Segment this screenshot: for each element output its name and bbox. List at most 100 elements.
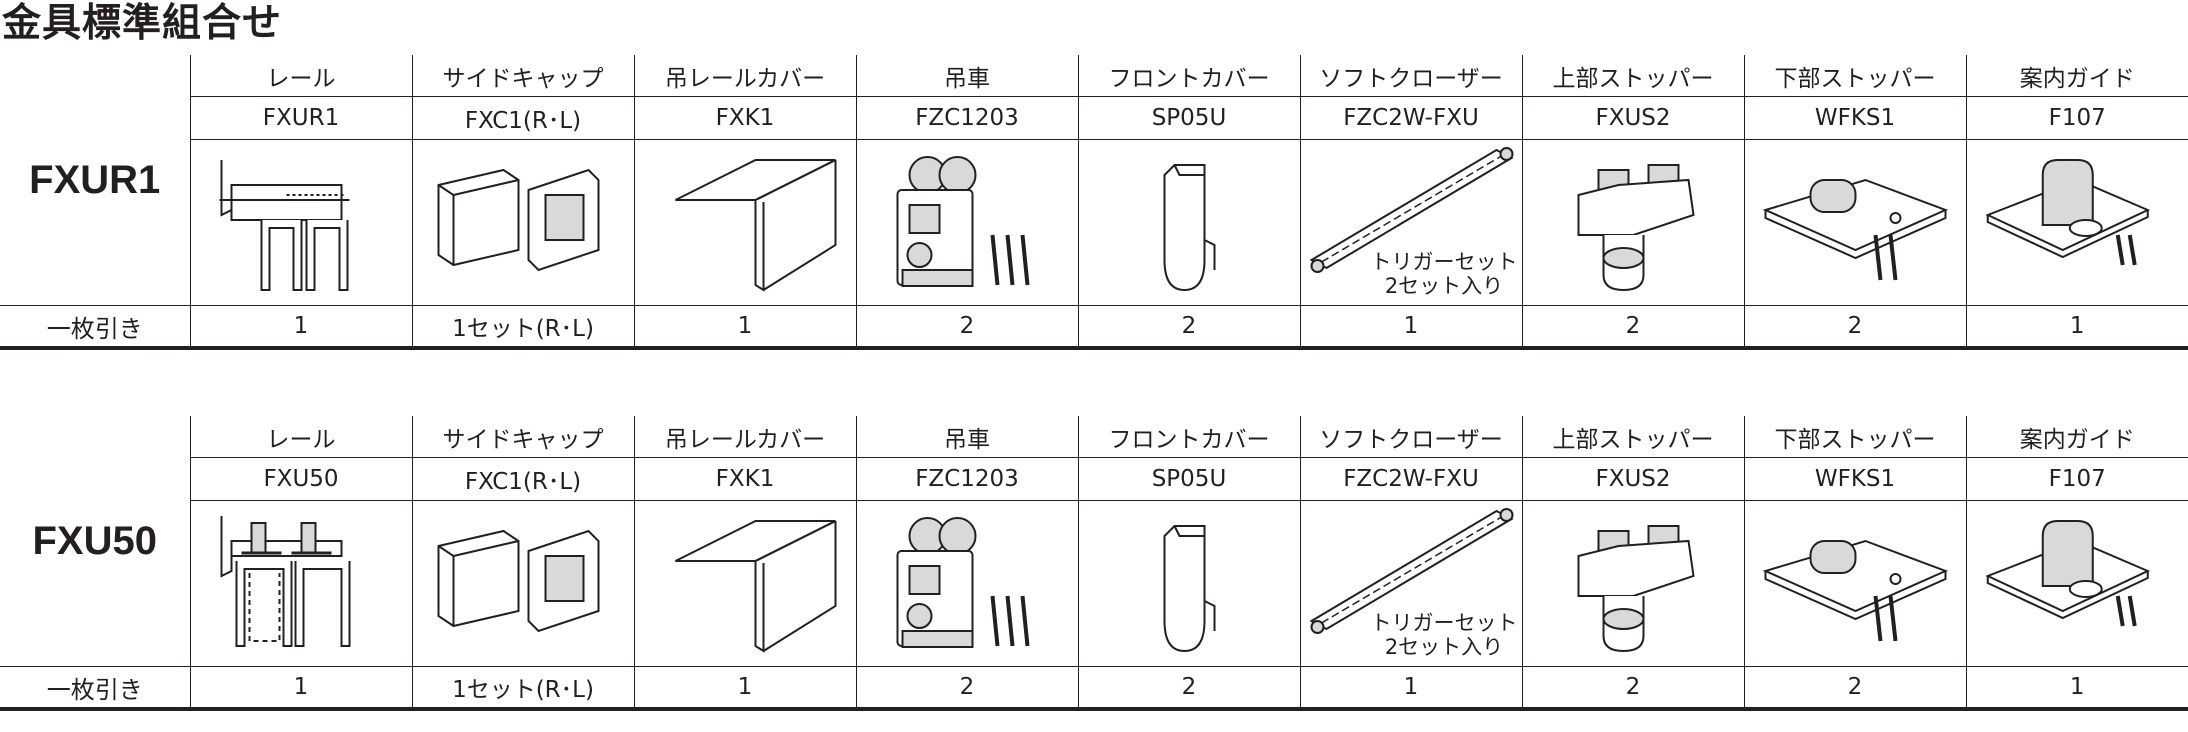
part-code: WFKS1 — [1744, 457, 1967, 501]
part-image-cell — [1078, 139, 1301, 306]
model-name: FXU50 — [0, 416, 191, 667]
part-qty: 1 — [1966, 666, 2188, 711]
part-name: フロントカバー — [1078, 55, 1301, 97]
part-name: 下部ストッパー — [1744, 416, 1967, 458]
part-image-cell — [1744, 500, 1967, 667]
rail-fxu50-icon — [191, 501, 412, 666]
part-name: レール — [190, 55, 413, 97]
part-qty: 1セット(R･L) — [412, 666, 635, 711]
side-cap-icon — [413, 140, 634, 305]
part-qty: 2 — [1744, 666, 1967, 711]
upper-stopper-icon — [1523, 501, 1744, 666]
part-code: FZC2W-FXU — [1300, 457, 1523, 501]
part-qty: 1 — [634, 305, 857, 350]
front-cover-icon — [1079, 501, 1300, 666]
part-code: FXC1(R･L) — [412, 96, 635, 140]
lower-stopper-icon — [1745, 140, 1966, 305]
rail-cover-icon — [635, 140, 856, 305]
part-code: WFKS1 — [1744, 96, 1967, 140]
part-name: 上部ストッパー — [1522, 55, 1745, 97]
part-image-cell — [1522, 139, 1745, 306]
part-code: SP05U — [1078, 96, 1301, 140]
part-qty: 2 — [1522, 666, 1745, 711]
part-name: レール — [190, 416, 413, 458]
guide-icon — [1967, 501, 2188, 666]
hanger-wheel-icon — [857, 501, 1078, 666]
part-code: FZC1203 — [856, 457, 1079, 501]
part-name: サイドキャップ — [412, 416, 635, 458]
part-qty: 2 — [1078, 666, 1301, 711]
part-code: FXC1(R･L) — [412, 457, 635, 501]
part-code: FXUS2 — [1522, 457, 1745, 501]
part-note-line: トリガーセット — [1370, 250, 1518, 274]
guide-icon — [1967, 140, 2188, 305]
part-code: FZC2W-FXU — [1300, 96, 1523, 140]
rail-fxur1-icon — [191, 140, 412, 305]
part-code: FXUS2 — [1522, 96, 1745, 140]
part-note-line: 2セット入り — [1384, 635, 1504, 659]
part-qty: 1 — [1966, 305, 2188, 350]
part-qty: 2 — [856, 305, 1079, 350]
part-code: FXUR1 — [190, 96, 413, 140]
part-name: ソフトクローザー — [1300, 55, 1523, 97]
part-name: 案内ガイド — [1966, 55, 2188, 97]
part-name: 上部ストッパー — [1522, 416, 1745, 458]
part-name: 吊車 — [856, 416, 1079, 458]
part-name: サイドキャップ — [412, 55, 635, 97]
part-note-line: 2セット入り — [1384, 274, 1504, 298]
part-qty: 2 — [856, 666, 1079, 711]
part-name: 下部ストッパー — [1744, 55, 1967, 97]
part-image-cell — [856, 139, 1079, 306]
part-name: 案内ガイド — [1966, 416, 2188, 458]
part-name: 吊レールカバー — [634, 55, 857, 97]
part-qty: 1セット(R･L) — [412, 305, 635, 350]
part-image-cell — [1966, 500, 2188, 667]
side-cap-icon — [413, 501, 634, 666]
part-image-cell — [1966, 139, 2188, 306]
part-code: FZC1203 — [856, 96, 1079, 140]
model-name: FXUR1 — [0, 55, 191, 306]
part-name: 吊レールカバー — [634, 416, 857, 458]
part-qty: 1 — [1300, 666, 1523, 711]
part-image-cell — [634, 139, 857, 306]
part-image-cell — [190, 500, 413, 667]
part-image-cell — [412, 500, 635, 667]
part-image-cell — [190, 139, 413, 306]
part-name: ソフトクローザー — [1300, 416, 1523, 458]
rail-cover-icon — [635, 501, 856, 666]
part-image-cell — [1744, 139, 1967, 306]
part-image-cell — [856, 500, 1079, 667]
part-code: FXK1 — [634, 457, 857, 501]
part-code: F107 — [1966, 96, 2188, 140]
part-qty: 1 — [190, 666, 413, 711]
part-qty: 2 — [1522, 305, 1745, 350]
hanger-wheel-icon — [857, 140, 1078, 305]
qty-row-label: 一枚引き — [0, 305, 191, 350]
part-note-line: トリガーセット — [1370, 611, 1518, 635]
page-title: 金具標準組合せ — [2, 1, 283, 46]
part-image-cell — [1522, 500, 1745, 667]
part-image-cell — [412, 139, 635, 306]
part-image-cell — [634, 500, 857, 667]
lower-stopper-icon — [1745, 501, 1966, 666]
upper-stopper-icon — [1523, 140, 1744, 305]
part-code: FXU50 — [190, 457, 413, 501]
part-name: 吊車 — [856, 55, 1079, 97]
part-code: FXK1 — [634, 96, 857, 140]
part-qty: 2 — [1078, 305, 1301, 350]
part-qty: 1 — [190, 305, 413, 350]
qty-row-label: 一枚引き — [0, 666, 191, 711]
front-cover-icon — [1079, 140, 1300, 305]
part-qty: 1 — [1300, 305, 1523, 350]
part-qty: 2 — [1744, 305, 1967, 350]
part-image-cell — [1078, 500, 1301, 667]
part-qty: 1 — [634, 666, 857, 711]
